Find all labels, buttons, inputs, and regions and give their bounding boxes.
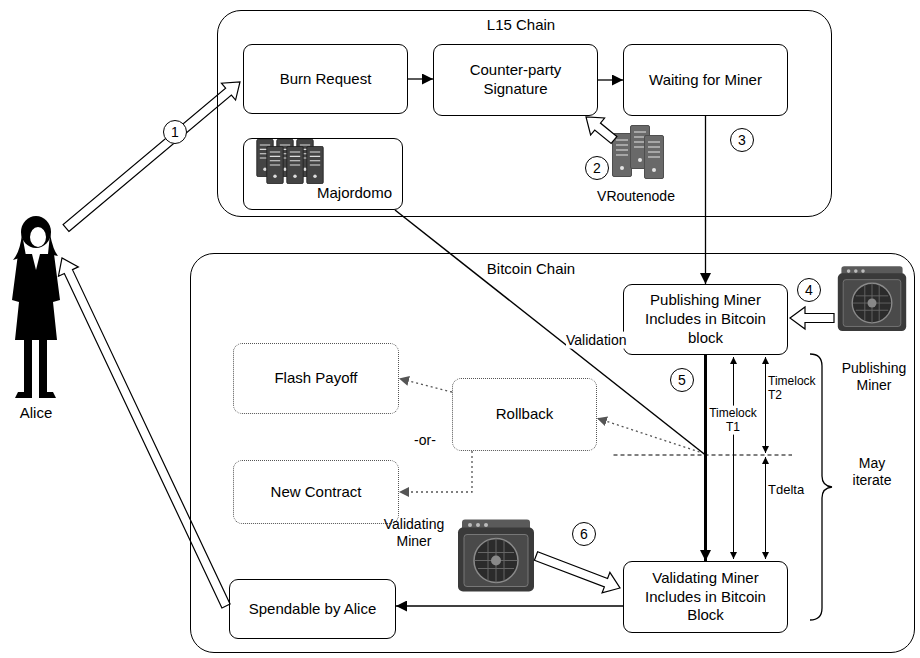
miner-name: Publishing Miner <box>836 360 912 394</box>
callout-number: 6 <box>572 522 596 546</box>
timelock-span <box>733 357 734 559</box>
timelock-span <box>765 357 766 453</box>
timelock-label: Timelock T1 <box>707 406 759 435</box>
box-label: Publishing Miner Includes in Bitcoin blo… <box>640 291 771 347</box>
process-box: Burn Request <box>243 44 408 114</box>
validation-line <box>395 210 706 455</box>
box-label: Counter-party Signature <box>450 61 581 99</box>
process-box: Spendable by Alice <box>229 579 396 639</box>
actor-name: Alice <box>20 404 53 422</box>
miner-icon <box>458 520 534 592</box>
hollow-arrow <box>58 258 230 608</box>
hollow-arrows <box>58 82 834 608</box>
timelock-label: Timelock T2 <box>768 374 820 403</box>
flow-arrow <box>705 116 706 284</box>
choice-note: -or- <box>414 432 436 449</box>
option-box: Rollback <box>452 378 597 451</box>
rollback-arrow <box>597 418 700 452</box>
box-label: Spendable by Alice <box>249 600 377 619</box>
callout-number: 2 <box>585 156 609 180</box>
chain-title: Bitcoin Chain <box>487 260 575 278</box>
miner-name: Validating Miner <box>376 516 452 550</box>
flow-arrow <box>408 78 433 79</box>
timelock-label: Tdelta <box>768 482 804 498</box>
option-box: Flash Payoff <box>233 343 399 414</box>
iteration-brace <box>810 354 832 620</box>
callout-number: 3 <box>730 128 754 152</box>
timing-lines <box>395 210 792 559</box>
server-icon <box>613 126 664 179</box>
server-name: VRoutenode <box>597 188 675 205</box>
timelock-span <box>765 457 766 559</box>
hollow-arrow <box>586 117 617 143</box>
chain-container: Bitcoin ChainPublishing Miner Includes i… <box>190 253 915 653</box>
miner-icon <box>838 266 906 331</box>
server-cluster <box>257 139 323 183</box>
hollow-arrow <box>790 307 834 329</box>
chain-title: L15 Chain <box>487 16 555 34</box>
callout-number: 4 <box>797 278 821 302</box>
flow-arrow <box>399 379 452 393</box>
box-label: Validating Miner Includes in Bitcoin Blo… <box>640 569 771 625</box>
hollow-arrow <box>534 552 620 593</box>
process-box: Publishing Miner Includes in Bitcoin blo… <box>623 284 788 355</box>
process-box: Counter-party Signature <box>433 44 598 116</box>
flow-arrow <box>399 451 472 492</box>
process-box: Waiting for Miner <box>623 44 788 116</box>
alice-figure <box>12 216 60 398</box>
callout-number: 5 <box>670 368 694 392</box>
flow-arrow <box>598 79 623 80</box>
box-label: Flash Payoff <box>274 369 357 388</box>
box-label: Burn Request <box>280 70 372 89</box>
box-label: Waiting for Miner <box>649 71 762 90</box>
option-box: New Contract <box>233 460 399 524</box>
box-label: Rollback <box>496 405 554 424</box>
process-box: Validating Miner Includes in Bitcoin Blo… <box>623 561 788 633</box>
box-label: Majordomo <box>317 184 392 203</box>
deadline-line <box>614 455 793 456</box>
iteration-note: May iterate <box>847 455 897 489</box>
flow-arrow <box>396 605 623 606</box>
callout-number: 1 <box>163 120 187 144</box>
hollow-arrow <box>63 82 240 231</box>
flow-arrow <box>704 355 707 561</box>
server-box: Majordomo <box>243 138 403 210</box>
box-label: New Contract <box>271 483 362 502</box>
line-label: Validation <box>566 332 626 349</box>
chain-container: L15 ChainBurn Request Counter-party Signa… <box>217 10 832 217</box>
